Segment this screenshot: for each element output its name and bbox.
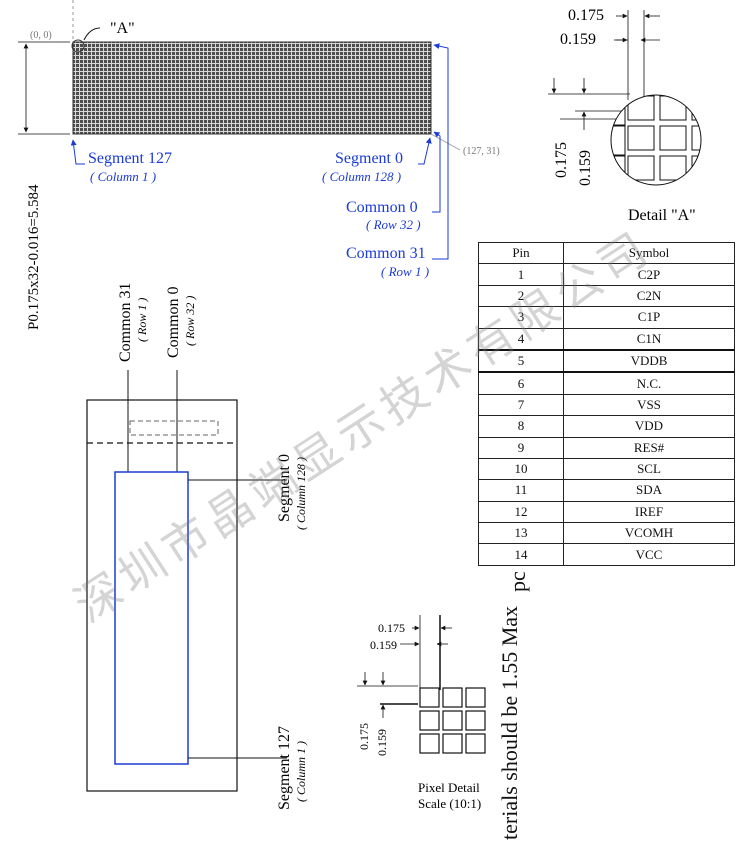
- module-segment0-label: Segment 0: [276, 454, 293, 522]
- module-row1-label: ( Row 1 ): [135, 298, 149, 342]
- column128-label: ( Column 128 ): [322, 169, 401, 184]
- module-column1-label: ( Column 1 ): [294, 741, 308, 802]
- pin-symbol: N.C.: [563, 371, 735, 395]
- module-common31-label: Common 31: [117, 282, 134, 362]
- pixel-dim-inner-side: 0.159: [375, 729, 389, 756]
- column1-label: ( Column 1 ): [90, 169, 156, 184]
- pixel-dim-outer-top: 0.175: [378, 621, 405, 635]
- pixel-dim-outer-side: 0.175: [357, 723, 371, 750]
- pin-number: 14: [478, 543, 564, 566]
- pin-number: 9: [478, 436, 564, 459]
- note-fragment-pc: pc: [505, 571, 530, 592]
- module-row32-label: ( Row 32 ): [183, 296, 197, 346]
- row32-label: ( Row 32 ): [366, 217, 421, 232]
- detail-a-circle: [610, 94, 702, 186]
- pin-number: 10: [478, 457, 564, 481]
- pin-symbol: SCL: [563, 457, 735, 481]
- pin-symbol: RES#: [563, 436, 735, 459]
- common31-label: Common 31: [346, 245, 426, 262]
- detail-a: 0.175 0.159 0.175 0.159 Detail "A": [548, 7, 702, 224]
- pixel-detail-scale: Scale (10:1): [418, 796, 481, 811]
- detail-a-dim-outer-side: 0.175: [553, 142, 570, 178]
- pixel-grid-3x3: [419, 687, 486, 754]
- segment0-label: Segment 0: [335, 150, 403, 167]
- pin-table-header-row: Pin Symbol: [478, 241, 735, 265]
- top-pixel-matrix: "A" (0, 0) (127, 31) P0.175x32-0.016=5.5…: [18, 0, 500, 330]
- module-common0-label: Common 0: [165, 286, 182, 358]
- module-view: Common 31 ( Row 1 ) Common 0 ( Row 32 ) …: [86, 282, 308, 810]
- pixel-detail: 0.175 0.159 0.175 0.159 Pixel Detail Sca…: [357, 615, 486, 811]
- detail-a-dim-inner-side: 0.159: [577, 150, 594, 186]
- pin-symbol: VCC: [563, 543, 735, 566]
- pin-symbol: SDA: [563, 479, 735, 502]
- pin-number: 8: [478, 415, 564, 438]
- segment127-label: Segment 127: [88, 150, 172, 167]
- pixel-matrix-area: [72, 41, 432, 135]
- materials-note: terials should be 1.55 Max: [497, 605, 522, 840]
- pixel-dim-inner-top: 0.159: [370, 638, 397, 652]
- pin-symbol: VSS: [563, 393, 735, 417]
- module-column128-label: ( Column 128 ): [294, 457, 308, 530]
- pin-number: 7: [478, 393, 564, 417]
- marker-a-label: "A": [110, 20, 135, 37]
- module-outline: [86, 399, 238, 792]
- active-area: [114, 471, 189, 765]
- pin-symbol: C1P: [563, 306, 735, 329]
- pitch-dimension-label: P0.175x32-0.016=5.584: [26, 184, 42, 330]
- detail-a-dim-inner-top: 0.159: [560, 31, 596, 48]
- module-segment127-label: Segment 127: [276, 726, 293, 810]
- end-coordinate: (127, 31): [463, 146, 500, 157]
- origin-coordinate: (0, 0): [30, 30, 52, 41]
- pin-symbol: C2P: [563, 263, 735, 286]
- pin-symbol: VCOMH: [563, 522, 735, 545]
- common0-label: Common 0: [346, 199, 418, 216]
- pin-number: 13: [478, 522, 564, 545]
- detail-a-dim-outer-top: 0.175: [568, 7, 604, 24]
- pin-symbol: VDDB: [563, 349, 735, 374]
- pixel-detail-caption: Pixel Detail: [418, 780, 480, 795]
- detail-a-marker-circle: [71, 39, 85, 53]
- detail-a-caption: Detail "A": [628, 207, 696, 224]
- pin-number: 12: [478, 500, 564, 524]
- pin-symbol: IREF: [563, 500, 735, 524]
- pin-number: 11: [478, 479, 564, 502]
- row1-label: ( Row 1 ): [381, 264, 429, 279]
- pin-symbol: C1N: [563, 327, 735, 351]
- pin-symbol: VDD: [563, 415, 735, 438]
